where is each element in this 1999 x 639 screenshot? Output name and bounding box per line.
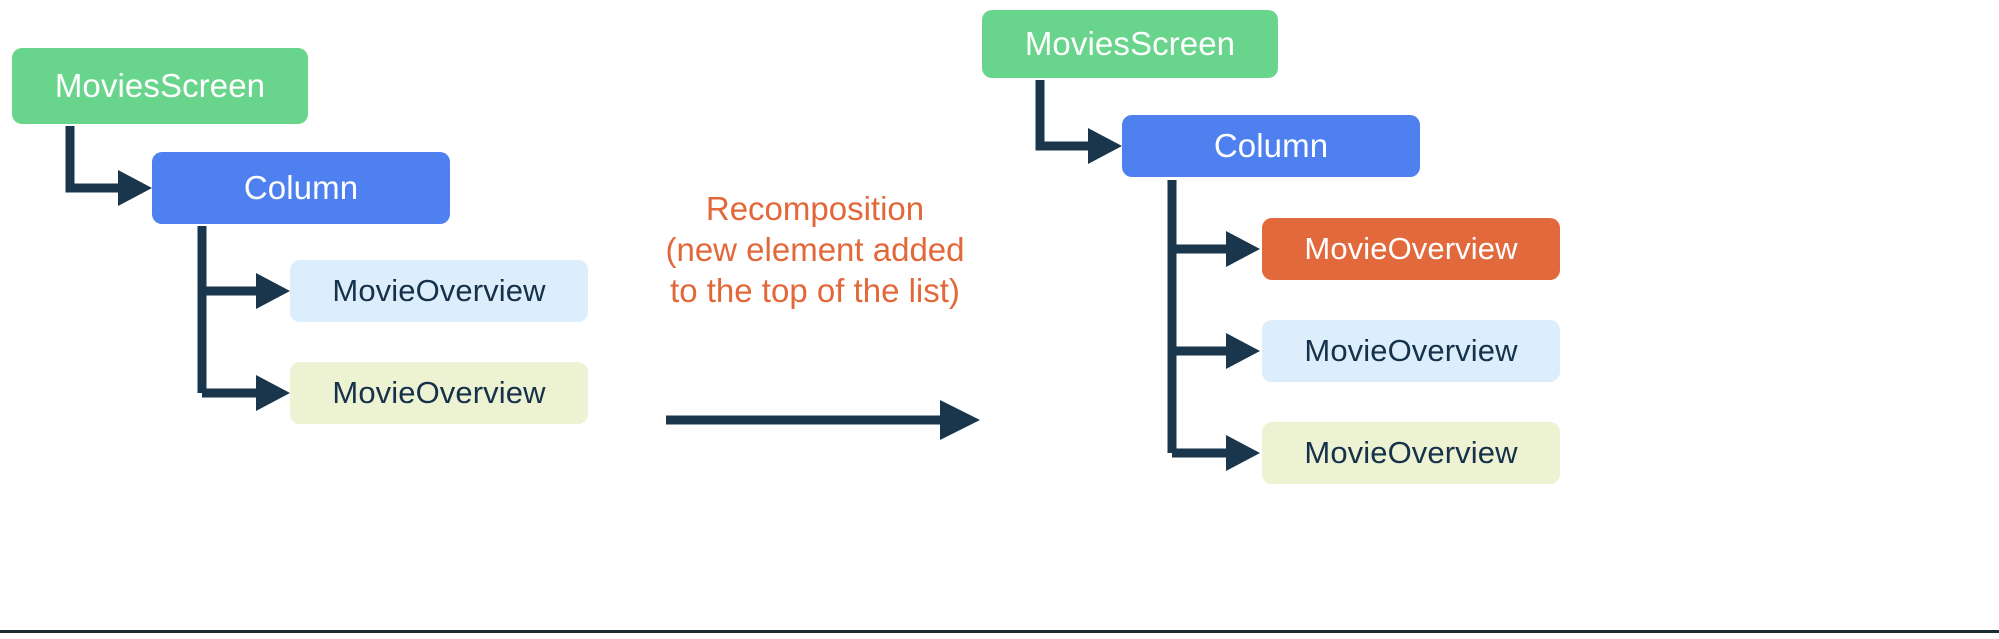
before-node-movies-screen[interactable]: MoviesScreen [12, 48, 308, 124]
after-node-movie-overview-2[interactable]: MovieOverview [1262, 320, 1560, 382]
before-node-movie-overview-2[interactable]: MovieOverview [290, 362, 588, 424]
recomposition-label: Recomposition (new element added to the … [665, 190, 965, 309]
after-node-movies-screen[interactable]: MoviesScreen [982, 10, 1278, 78]
before-node-column[interactable]: Column [152, 152, 450, 224]
after-node-column[interactable]: Column [1122, 115, 1420, 177]
bottom-divider [0, 630, 1999, 633]
after-node-movie-overview-3[interactable]: MovieOverview [1262, 422, 1560, 484]
after-node-movie-overview-1[interactable]: MovieOverview [1262, 218, 1560, 280]
before-node-movie-overview-1[interactable]: MovieOverview [290, 260, 588, 322]
